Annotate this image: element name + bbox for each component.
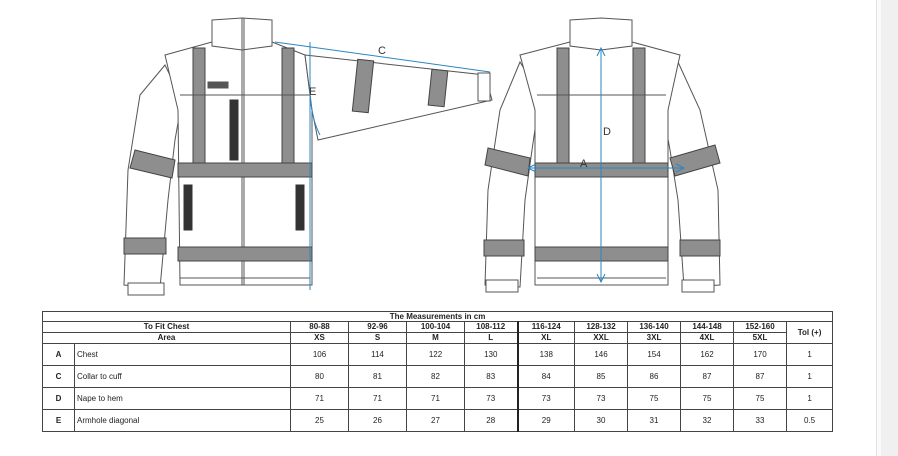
cell-value: 162 [680, 343, 734, 366]
fit-range: 92-96 [348, 321, 407, 333]
measurements-table: The Measurements in cm To Fit Chest 80-8… [41, 311, 834, 432]
fit-range: 128-132 [574, 321, 628, 333]
fit-range: 144-148 [680, 321, 734, 333]
cell-value: 25 [290, 409, 349, 432]
row-name: Armhole diagonal [74, 409, 291, 432]
cell-value: 138 [516, 343, 575, 366]
fit-range: 80-88 [290, 321, 349, 333]
cell-value: 71 [348, 387, 407, 410]
size-header: 3XL [627, 332, 681, 344]
size-row: Area XS S M L XL XXL 3XL 4XL 5XL [42, 332, 833, 344]
cell-value: 86 [627, 365, 681, 388]
cell-value: 154 [627, 343, 681, 366]
cell-value: 146 [574, 343, 628, 366]
dim-label-e: E [309, 86, 316, 98]
table-title: The Measurements in cm [41, 311, 834, 322]
dim-label-d: D [603, 126, 611, 138]
dim-label-a: A [580, 158, 588, 170]
row-code: C [42, 365, 75, 388]
cell-value: 81 [348, 365, 407, 388]
cell-value: 73 [574, 387, 628, 410]
row-code: D [42, 387, 75, 410]
cell-value: 82 [406, 365, 465, 388]
cell-value: 106 [290, 343, 349, 366]
table-row: E Armhole diagonal 25 26 27 28 29 30 31 … [42, 409, 834, 432]
cell-value: 31 [627, 409, 681, 432]
back-jacket-drawing [483, 17, 721, 293]
size-header: M [406, 332, 465, 344]
cell-value: 73 [464, 387, 518, 410]
cell-value: 73 [516, 387, 575, 410]
cell-value: 75 [680, 387, 734, 410]
size-header: XL [516, 332, 575, 344]
size-header: XS [290, 332, 349, 344]
row-code: E [42, 409, 75, 432]
cell-value: 122 [406, 343, 465, 366]
cell-value: 33 [733, 409, 787, 432]
fit-range: 108-112 [464, 321, 518, 333]
table-row: A Chest 106 114 122 130 138 146 154 162 … [42, 343, 834, 366]
tol-header: Tol (+) [785, 321, 834, 344]
cell-value: 26 [348, 409, 407, 432]
cell-value: 71 [290, 387, 349, 410]
area-label: Area [42, 332, 291, 344]
cell-value: 84 [516, 365, 575, 388]
cell-value: 28 [464, 409, 518, 432]
front-jacket-drawing [123, 17, 493, 296]
dim-label-c: C [378, 45, 386, 57]
tol-value: 1 [785, 365, 834, 388]
cell-value: 32 [680, 409, 734, 432]
row-name: Collar to cuff [74, 365, 291, 388]
fit-range: 152-160 [733, 321, 787, 333]
fit-range: 136-140 [627, 321, 681, 333]
row-name: Nape to hem [74, 387, 291, 410]
cell-value: 29 [516, 409, 575, 432]
cell-value: 130 [464, 343, 518, 366]
size-header: 5XL [733, 332, 787, 344]
cell-value: 75 [627, 387, 681, 410]
cell-value: 170 [733, 343, 787, 366]
back-measurements [526, 46, 686, 284]
cell-value: 83 [464, 365, 518, 388]
cell-value: 80 [290, 365, 349, 388]
row-code: A [42, 343, 75, 366]
size-header: XXL [574, 332, 628, 344]
fit-range: 116-124 [516, 321, 575, 333]
table-row: D Nape to hem 71 71 71 73 73 73 75 75 75… [42, 387, 834, 410]
vertical-scrollbar[interactable] [881, 0, 898, 456]
tol-value: 1 [785, 387, 834, 410]
tol-value: 1 [785, 343, 834, 366]
page-edge [876, 0, 882, 456]
front-measurements [274, 41, 491, 290]
cell-value: 30 [574, 409, 628, 432]
table-row: C Collar to cuff 80 81 82 83 84 85 86 87… [42, 365, 834, 388]
cell-value: 87 [680, 365, 734, 388]
fit-row: To Fit Chest 80-88 92-96 100-104 108-112… [42, 321, 834, 344]
size-header: 4XL [680, 332, 734, 344]
cell-value: 85 [574, 365, 628, 388]
fit-range: 100-104 [406, 321, 465, 333]
jacket-diagram: C E D A [123, 17, 721, 296]
size-header: S [348, 332, 407, 344]
cell-value: 114 [348, 343, 407, 366]
cell-value: 71 [406, 387, 465, 410]
fit-label: To Fit Chest [42, 321, 291, 333]
cell-value: 87 [733, 365, 787, 388]
row-name: Chest [74, 343, 291, 366]
cell-value: 27 [406, 409, 465, 432]
tol-value: 0.5 [785, 409, 834, 432]
cell-value: 75 [733, 387, 787, 410]
size-header: L [464, 332, 518, 344]
